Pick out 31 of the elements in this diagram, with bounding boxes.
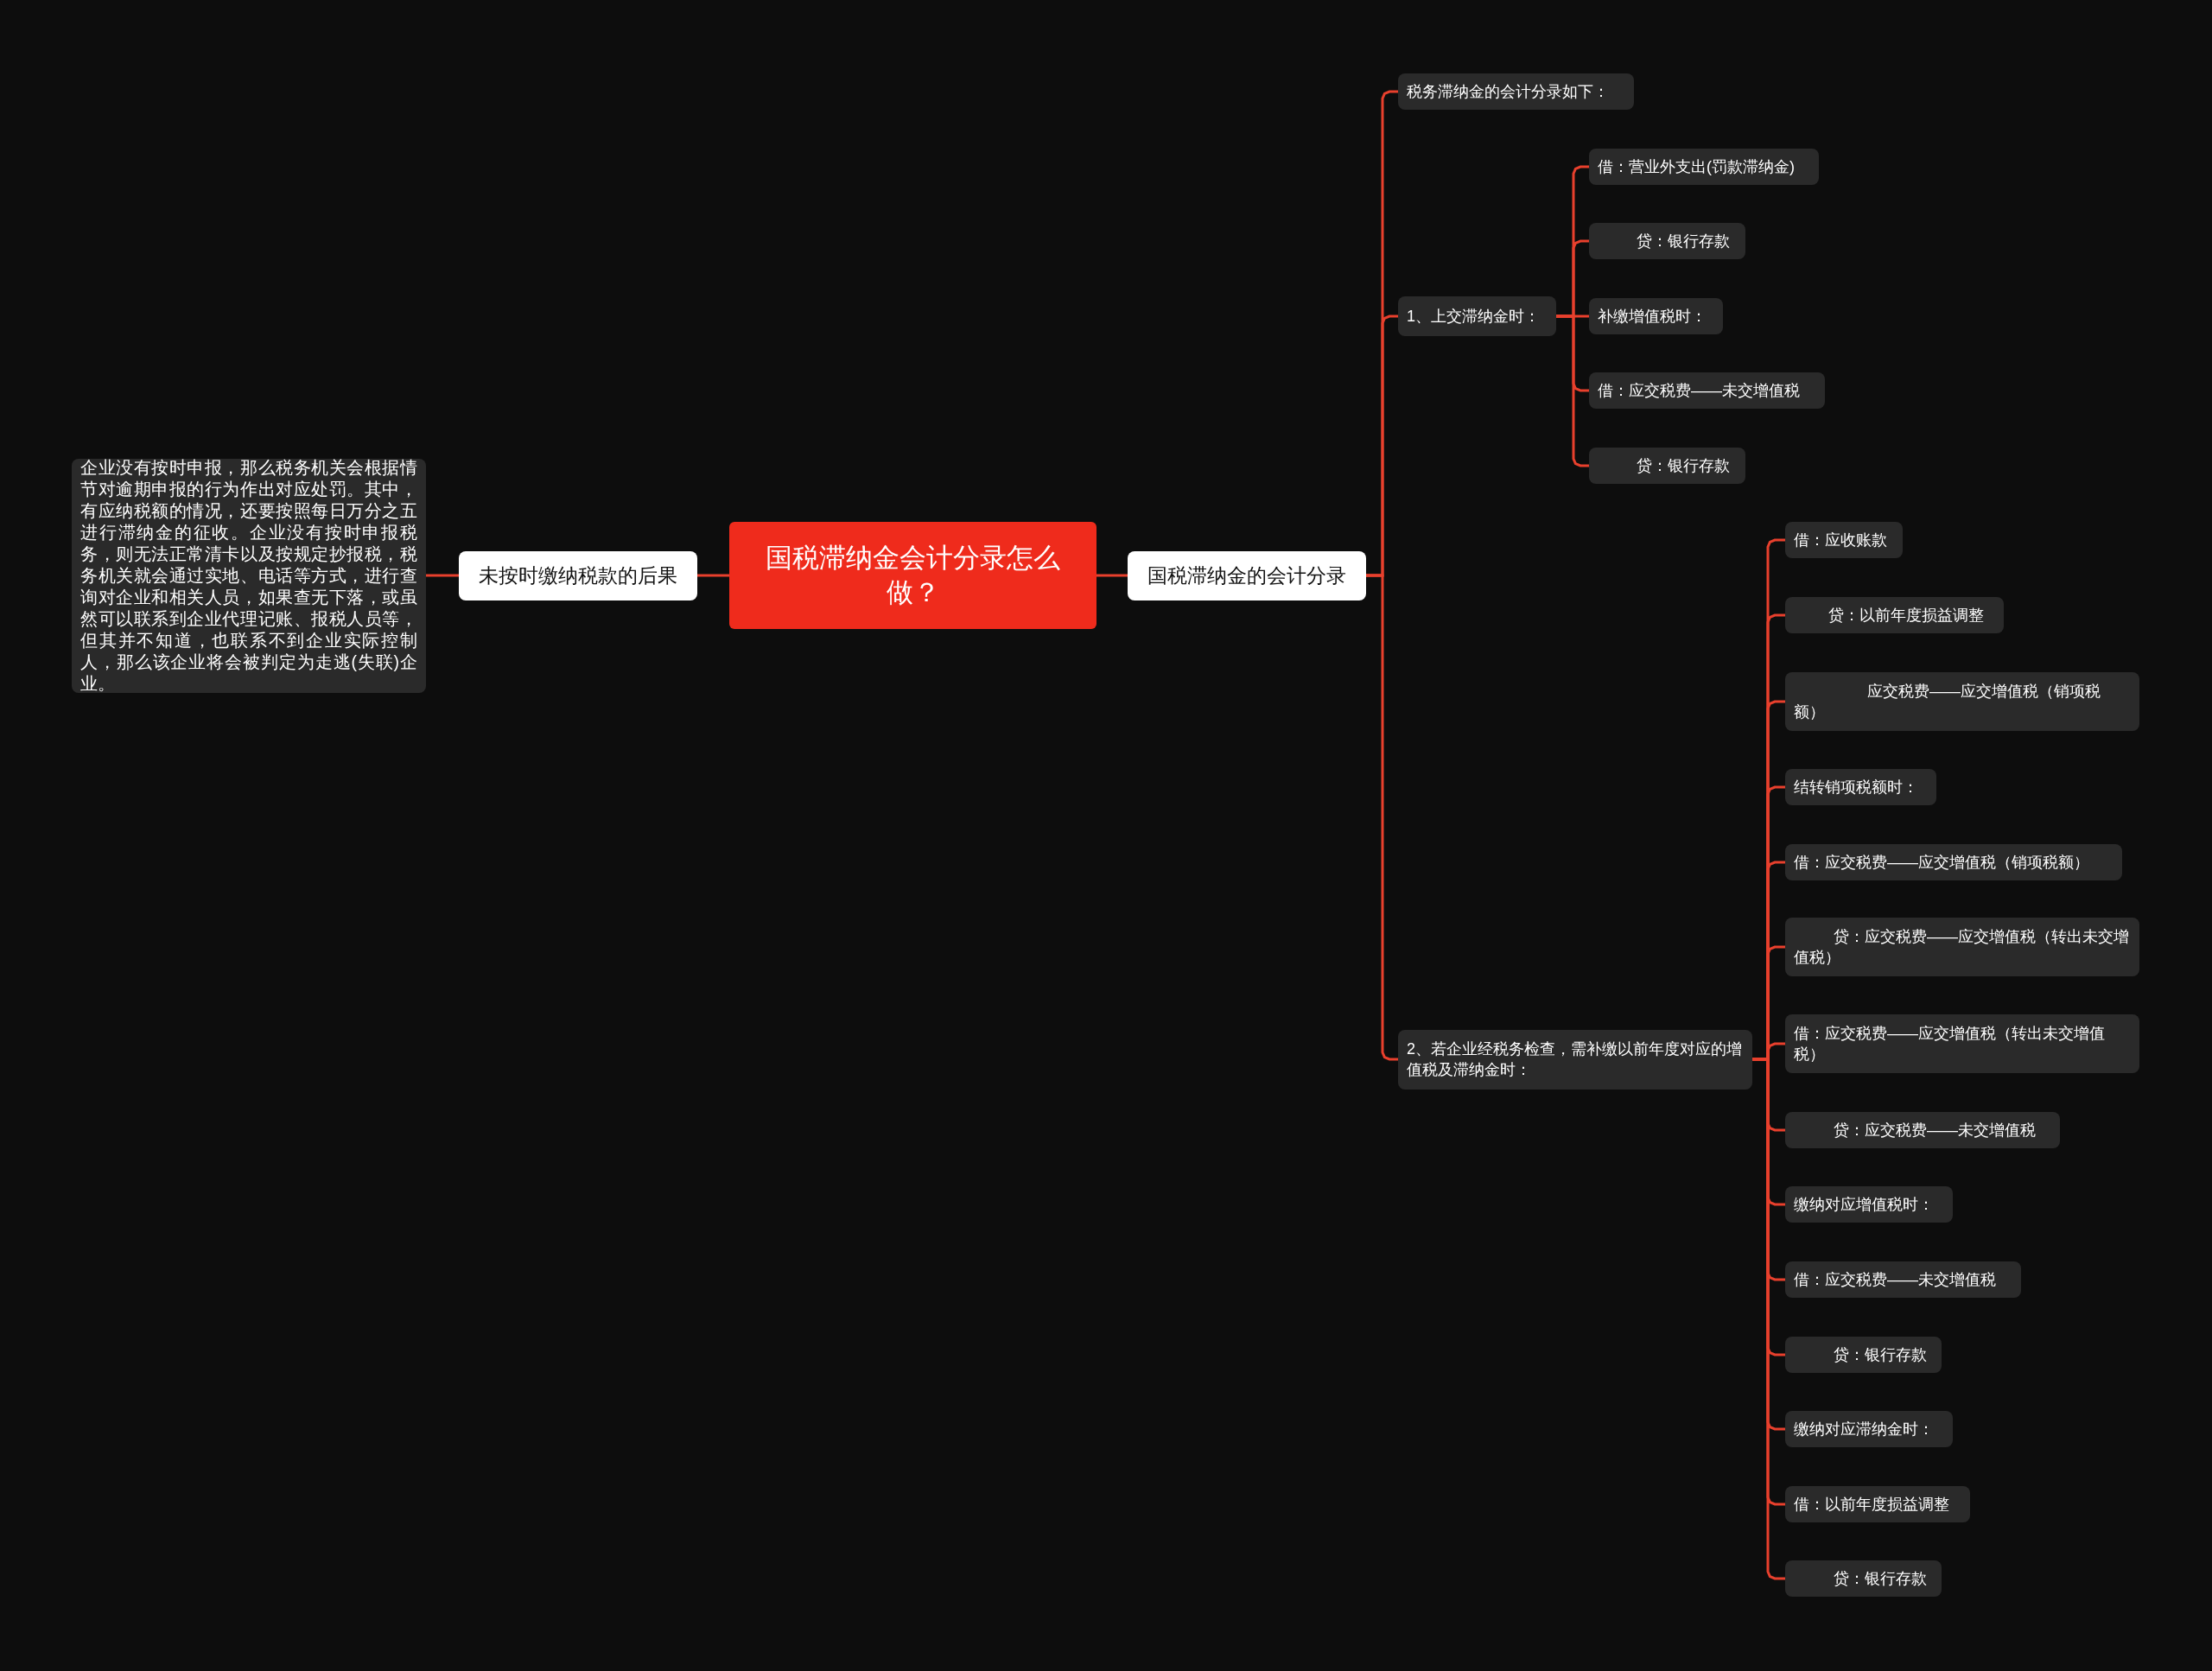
connector-line xyxy=(426,574,459,577)
subtopic-box: 结转销项税额时： xyxy=(1785,769,1936,805)
subtopic-box: 缴纳对应增值税时： xyxy=(1785,1186,1953,1223)
subtopic-box: 补缴增值税时： xyxy=(1589,298,1723,334)
subtopic-box: 贷：应交税费——应交增值税（转出未交增值税） xyxy=(1785,918,2139,976)
subtopic-box: 借：以前年度损益调整 xyxy=(1785,1486,1970,1522)
subtopic-box: 2、若企业经税务检查，需补缴以前年度对应的增值税及滞纳金时： xyxy=(1398,1029,1752,1090)
subtopic-box: 税务滞纳金的会计分录如下： xyxy=(1398,73,1634,110)
subtopic-box: 借：营业外支出(罚款滞纳金) xyxy=(1589,149,1819,185)
subtopic-box: 贷：以前年度损益调整 xyxy=(1785,597,2004,633)
branch-topic: 国税滞纳金的会计分录 xyxy=(1128,550,1366,600)
subtopic-box: 1、上交滞纳金时： xyxy=(1398,296,1556,336)
branch-topic: 未按时缴纳税款的后果 xyxy=(459,550,697,600)
subtopic-box: 贷：银行存款 xyxy=(1785,1337,1942,1373)
subtopic-box: 借：应交税费——应交增值税（转出未交增值税） xyxy=(1785,1014,2139,1073)
connector-line xyxy=(1096,574,1128,577)
subtopic-box: 贷：银行存款 xyxy=(1589,448,1745,484)
subtopic-box: 贷：银行存款 xyxy=(1589,223,1745,259)
central-topic: 国税滞纳金会计分录怎么做？ xyxy=(729,522,1096,629)
subtopic-box: 借：应交税费——未交增值税 xyxy=(1785,1261,2021,1298)
subtopic-box: 借：应交税费——应交增值税（销项税额） xyxy=(1785,844,2122,880)
connector-line xyxy=(697,574,729,577)
subtopic-box: 借：应收账款 xyxy=(1785,522,1903,558)
connector-line xyxy=(1556,315,1589,467)
subtopic-box: 借：应交税费——未交增值税 xyxy=(1589,372,1825,409)
subtopic-box: 贷：应交税费——未交增值税 xyxy=(1785,1112,2060,1148)
subtopic-box: 贷：银行存款 xyxy=(1785,1560,1942,1597)
subtopic-box: 应交税费——应交增值税（销项税额） xyxy=(1785,672,2139,731)
note-box: 企业没有按时申报，那么税务机关会根据情节对逾期申报的行为作出对应处罚。其中，有应纳税额的情况，还要按照每日万分之五进行滞纳金的征收。企业没有按时申报税务，则无法正常清卡以及按规定抄报税，税务机关就会通过实地、电话等方式，进行查询对企业和相关人员，如果查无下落，或虽然可以联系到企业代理记账、报税人员等，但其并不知道，也联系不到企业实际控制人，那么该企业将会被判定为走逃(失联)企业。 xyxy=(72,458,426,693)
connector-line xyxy=(1366,574,1398,1061)
subtopic-box: 缴纳对应滞纳金时： xyxy=(1785,1411,1953,1447)
